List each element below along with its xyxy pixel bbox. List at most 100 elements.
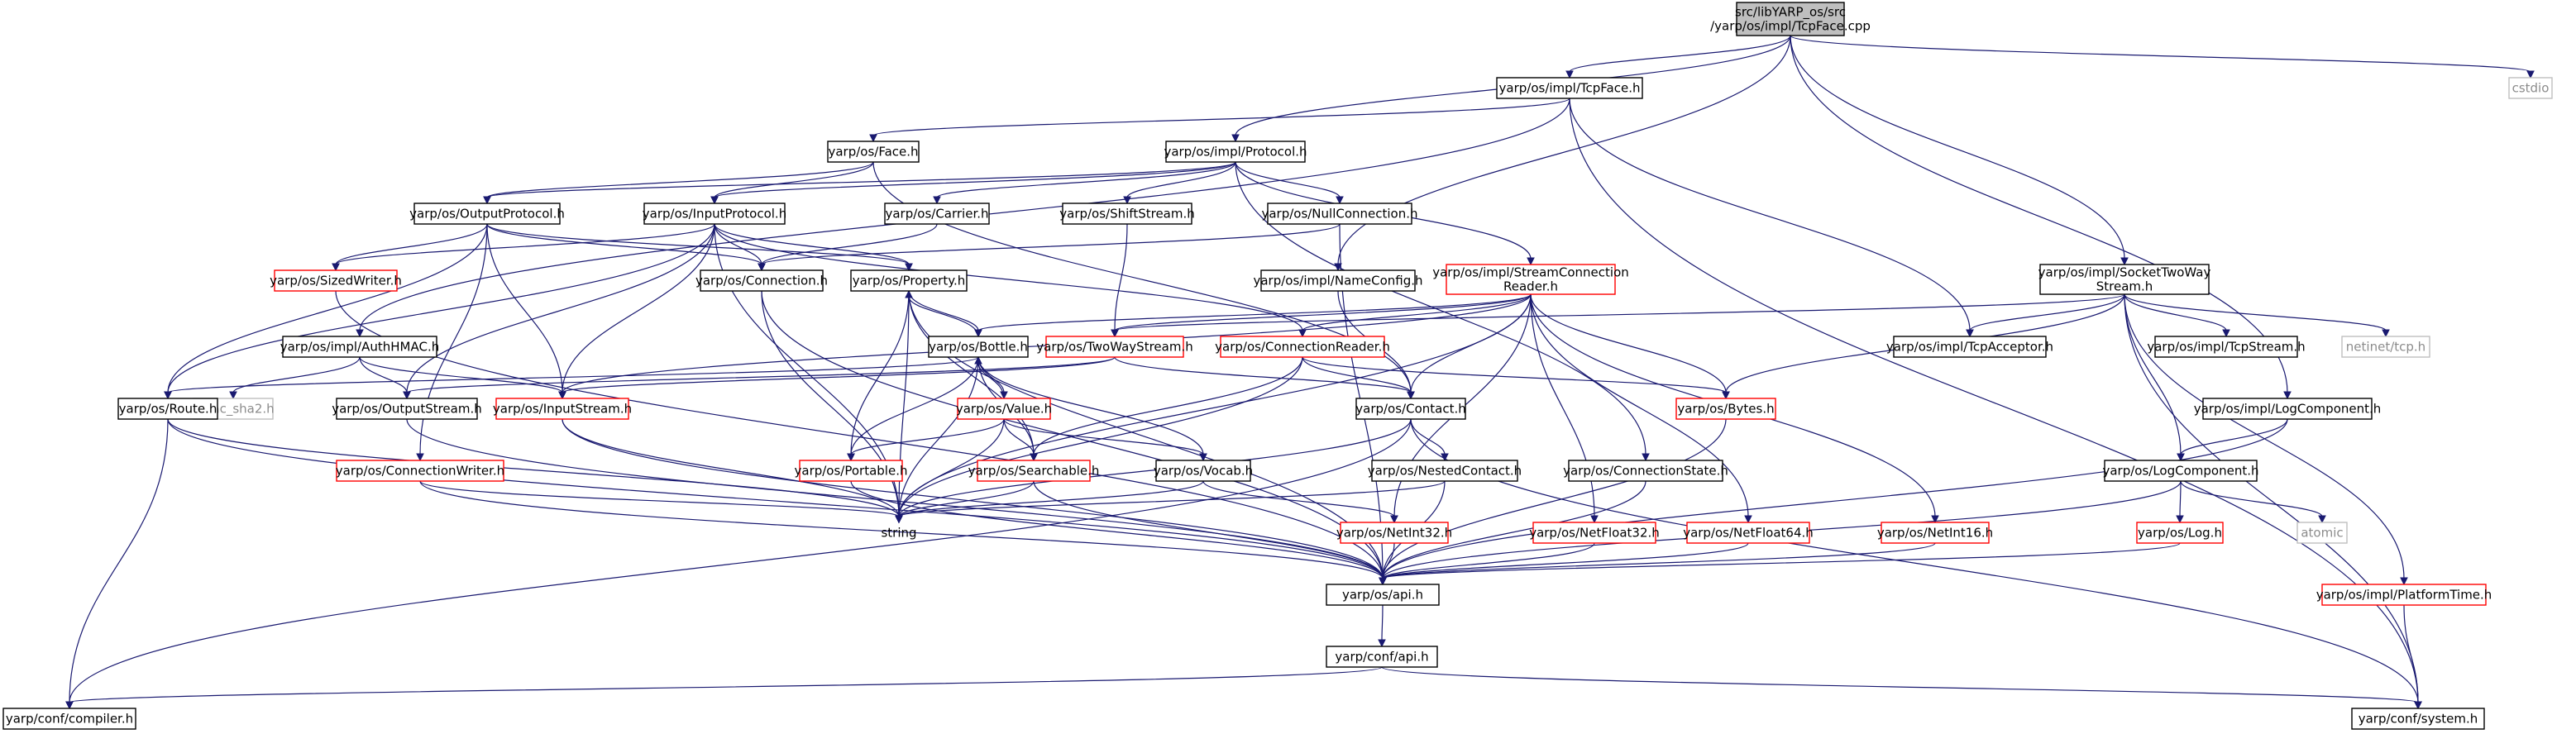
node-nestedcontact-h[interactable]: yarp/os/NestedContact.h (1368, 460, 1522, 482)
edge-line (761, 223, 938, 265)
node-label: yarp/os/impl/NameConfig.h (1253, 274, 1422, 288)
node-authhmac-h[interactable]: yarp/os/impl/AuthHMAC.h (280, 336, 440, 358)
node-conf-system-h[interactable]: yarp/conf/system.h (2351, 708, 2485, 730)
edge-protocol-h-to-outputprotocol-h (483, 161, 1236, 205)
edge-line (2179, 480, 2182, 517)
node-value-h[interactable]: yarp/os/Value.h (956, 398, 1052, 420)
node-netint32-h[interactable]: yarp/os/NetInt32.h (1336, 522, 1452, 544)
node-label: yarp/os/LogComponent.h (2102, 464, 2258, 479)
edge-line (486, 161, 874, 198)
edge-vocab-h-to-netint32-h (1202, 480, 1398, 524)
node-connreader-h[interactable]: yarp/os/ConnectionReader.h (1215, 336, 1390, 358)
node-tcpacceptor-h[interactable]: yarp/os/impl/TcpAcceptor.h (1886, 336, 2053, 358)
node-cstdio[interactable]: cstdio (2508, 77, 2553, 99)
node-twowaystream-h[interactable]: yarp/os/TwoWayStream.h (1036, 336, 1193, 358)
edge-line (898, 356, 979, 517)
edge-searchable-h-to-string (895, 480, 1035, 524)
edge-arrowhead (356, 329, 364, 338)
node-logcomponent-impl-h[interactable]: yarp/os/impl/LogComponent.h (2194, 398, 2382, 420)
edge-arrowhead (1336, 196, 1344, 205)
node-label: yarp/os/impl/SocketTwoWay (2038, 265, 2211, 280)
edge-arrowhead (933, 196, 941, 205)
edge-arrowhead (1966, 329, 1974, 338)
edge-line (977, 356, 1204, 455)
node-label: yarp/os/Searchable.h (968, 464, 1100, 479)
edge-arrowhead (1527, 257, 1535, 266)
node-protocol-h[interactable]: yarp/os/impl/Protocol.h (1164, 141, 1307, 163)
edge-line (167, 223, 715, 393)
node-bytes-h[interactable]: yarp/os/Bytes.h (1675, 398, 1776, 420)
edge-line (1382, 542, 1749, 579)
node-root[interactable]: src/libYARP_os/src/yarp/os/impl/TcpFace.… (1710, 2, 1871, 36)
node-searchable-h[interactable]: yarp/os/Searchable.h (968, 460, 1100, 482)
node-label: yarp/os/Property.h (853, 274, 965, 288)
node-atomic[interactable]: atomic (2296, 522, 2348, 544)
node-netfloat64-h[interactable]: yarp/os/NetFloat64.h (1683, 522, 1814, 544)
node-face-h[interactable]: yarp/os/Face.h (827, 141, 920, 163)
node-connection-h[interactable]: yarp/os/Connection.h (695, 269, 828, 292)
edge-line (167, 356, 979, 393)
node-label: netinet/tcp.h (2346, 340, 2425, 355)
node-connwriter-h[interactable]: yarp/os/ConnectionWriter.h (336, 460, 504, 482)
node-box (884, 203, 990, 225)
node-api-h[interactable]: yarp/os/api.h (1326, 584, 1440, 606)
node-label: yarp/os/impl/AuthHMAC.h (280, 340, 440, 355)
edge-value-h-to-searchable-h (1003, 418, 1038, 462)
edge-twowaystream-h-to-outputstream-h (403, 356, 1116, 400)
edge-property-h-to-string (895, 290, 910, 524)
edge-line (850, 418, 1005, 455)
node-namecfg-h[interactable]: yarp/os/impl/NameConfig.h (1253, 269, 1423, 292)
node-bottle-h[interactable]: yarp/os/Bottle.h (928, 336, 1029, 358)
node-conf-api-h[interactable]: yarp/conf/api.h (1326, 646, 1438, 668)
node-box (1165, 141, 1306, 163)
node-shiftstream-h[interactable]: yarp/os/ShiftStream.h (1059, 203, 1195, 225)
node-tcpface-h[interactable]: yarp/os/impl/TcpFace.h (1496, 77, 1643, 99)
node-contact-h[interactable]: yarp/os/Contact.h (1355, 398, 1466, 420)
node-box (977, 460, 1091, 482)
node-inputprotocol-h[interactable]: yarp/os/InputProtocol.h (643, 203, 786, 225)
edge-line (359, 356, 408, 393)
node-box (957, 398, 1051, 420)
node-conf-compiler-h[interactable]: yarp/conf/compiler.h (2, 708, 136, 730)
edge-line (1302, 356, 1412, 393)
node-netint16-h[interactable]: yarp/os/NetInt16.h (1877, 522, 1993, 544)
node-property-h[interactable]: yarp/os/Property.h (850, 269, 968, 292)
node-outputstream-h[interactable]: yarp/os/OutputStream.h (332, 398, 482, 420)
edge-protocol-h-to-inputprotocol-h (710, 161, 1236, 205)
node-logcomponent-h[interactable]: yarp/os/LogComponent.h (2102, 460, 2259, 482)
edge-arrowhead (2526, 70, 2535, 79)
node-sizedwriter-h[interactable]: yarp/os/SizedWriter.h (270, 269, 402, 292)
node-portable-h[interactable]: yarp/os/Portable.h (795, 460, 908, 482)
node-netfloat32-h[interactable]: yarp/os/NetFloat32.h (1529, 522, 1660, 544)
node-box (336, 398, 478, 420)
node-nullconnection-h[interactable]: yarp/os/NullConnection.h (1261, 203, 1418, 225)
node-route-h[interactable]: yarp/os/Route.h (117, 398, 218, 420)
node-netinet-tcp-h[interactable]: netinet/tcp.h (2341, 336, 2430, 358)
edge-connreader-h-to-contact-h (1302, 356, 1415, 400)
edge-line (1302, 293, 1532, 331)
edge-line (898, 290, 910, 517)
node-outputprotocol-h[interactable]: yarp/os/OutputProtocol.h (409, 203, 565, 225)
node-vocab-h[interactable]: yarp/os/Vocab.h (1154, 460, 1253, 482)
node-label: yarp/os/impl/LogComponent.h (2194, 402, 2382, 417)
node-string[interactable]: string (881, 526, 916, 541)
node-box (1062, 203, 1192, 225)
node-log-h[interactable]: yarp/os/Log.h (2136, 522, 2224, 544)
edge-line (898, 418, 1412, 517)
node-box (2154, 336, 2298, 358)
node-platformtime-h[interactable]: yarp/os/impl/PlatformTime.h (2316, 584, 2492, 606)
node-connstate-h[interactable]: yarp/os/ConnectionState.h (1563, 460, 1728, 482)
node-carrier-h[interactable]: yarp/os/Carrier.h (884, 203, 990, 225)
node-box (2508, 77, 2553, 99)
node-box (2, 708, 136, 730)
edge-arrowhead (847, 453, 855, 462)
node-inputstream-h[interactable]: yarp/os/InputStream.h (493, 398, 632, 420)
edge-arrowhead (1642, 453, 1650, 462)
node-tcpstream-h[interactable]: yarp/os/impl/TcpStream.h (2147, 336, 2306, 358)
edge-inputprotocol-h-to-property-h (714, 223, 913, 272)
edge-arrowhead (710, 196, 719, 205)
node-box (1881, 522, 1990, 544)
